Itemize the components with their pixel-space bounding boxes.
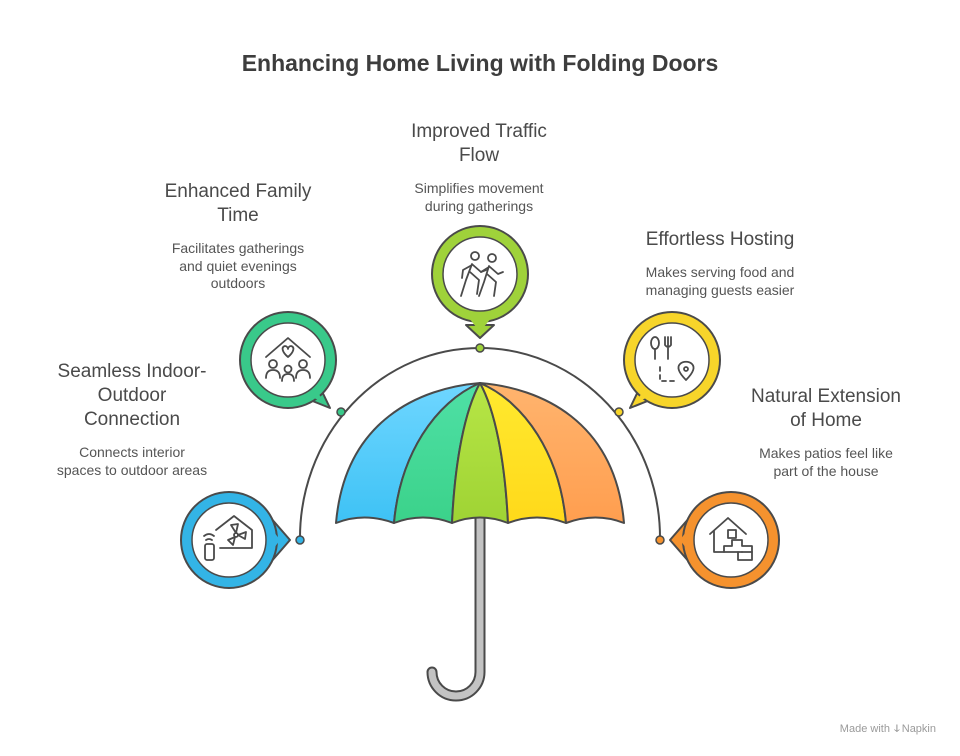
house-patio-icon [709, 517, 753, 561]
utensils-location-icon [650, 336, 695, 382]
pin-marker-1 [180, 491, 291, 589]
connector-dot-2 [336, 407, 346, 417]
item-description: Makes serving food and managing guests e… [645, 264, 795, 298]
item-description: Connects interior spaces to outdoor area… [56, 444, 208, 478]
item-description: Simplifies movement during gatherings [414, 180, 544, 214]
connector-dot-3 [475, 343, 485, 353]
item-heading: Seamless Indoor- Outdoor Connection [57, 361, 207, 430]
item-effortless-hosting: Effortless Hosting Makes serving food an… [600, 228, 840, 299]
footer-brand: Napkin [901, 723, 936, 735]
item-seamless-connection: Seamless Indoor- Outdoor Connection Conn… [22, 360, 242, 479]
napkin-logo-icon: ↆ [893, 723, 900, 735]
connector-dot-5 [655, 535, 665, 545]
pin-marker-4 [623, 311, 721, 409]
item-heading: Improved Traffic Flow [411, 121, 547, 166]
pin-marker-3 [431, 225, 529, 339]
item-family-time: Enhanced Family Time Facilitates gatheri… [128, 180, 348, 293]
family-home-icon [265, 337, 311, 382]
canopy-panel-orange [479, 382, 625, 524]
house-fan-phone-icon [203, 515, 253, 561]
pin-marker-5 [669, 491, 780, 589]
item-heading: Natural Extension of Home [751, 386, 901, 431]
umbrella-handle [426, 512, 486, 702]
item-description: Makes patios feel like part of the house [759, 445, 893, 479]
walking-people-icon [460, 251, 504, 297]
connector-dots [295, 343, 665, 545]
item-natural-extension: Natural Extension of Home Makes patios f… [716, 385, 936, 480]
connector-dot-1 [295, 535, 305, 545]
pin-marker-2 [239, 311, 337, 409]
umbrella-canopy [335, 382, 625, 524]
footer-made-with: Made with [839, 723, 890, 735]
item-description: Facilitates gatherings and quiet evening… [171, 240, 305, 291]
item-traffic-flow: Improved Traffic Flow Simplifies movemen… [369, 120, 589, 215]
item-heading: Enhanced Family Time [164, 181, 312, 226]
connector-dot-4 [614, 407, 624, 417]
item-heading: Effortless Hosting [645, 229, 795, 250]
diagram-title: Enhancing Home Living with Folding Doors [241, 50, 719, 76]
